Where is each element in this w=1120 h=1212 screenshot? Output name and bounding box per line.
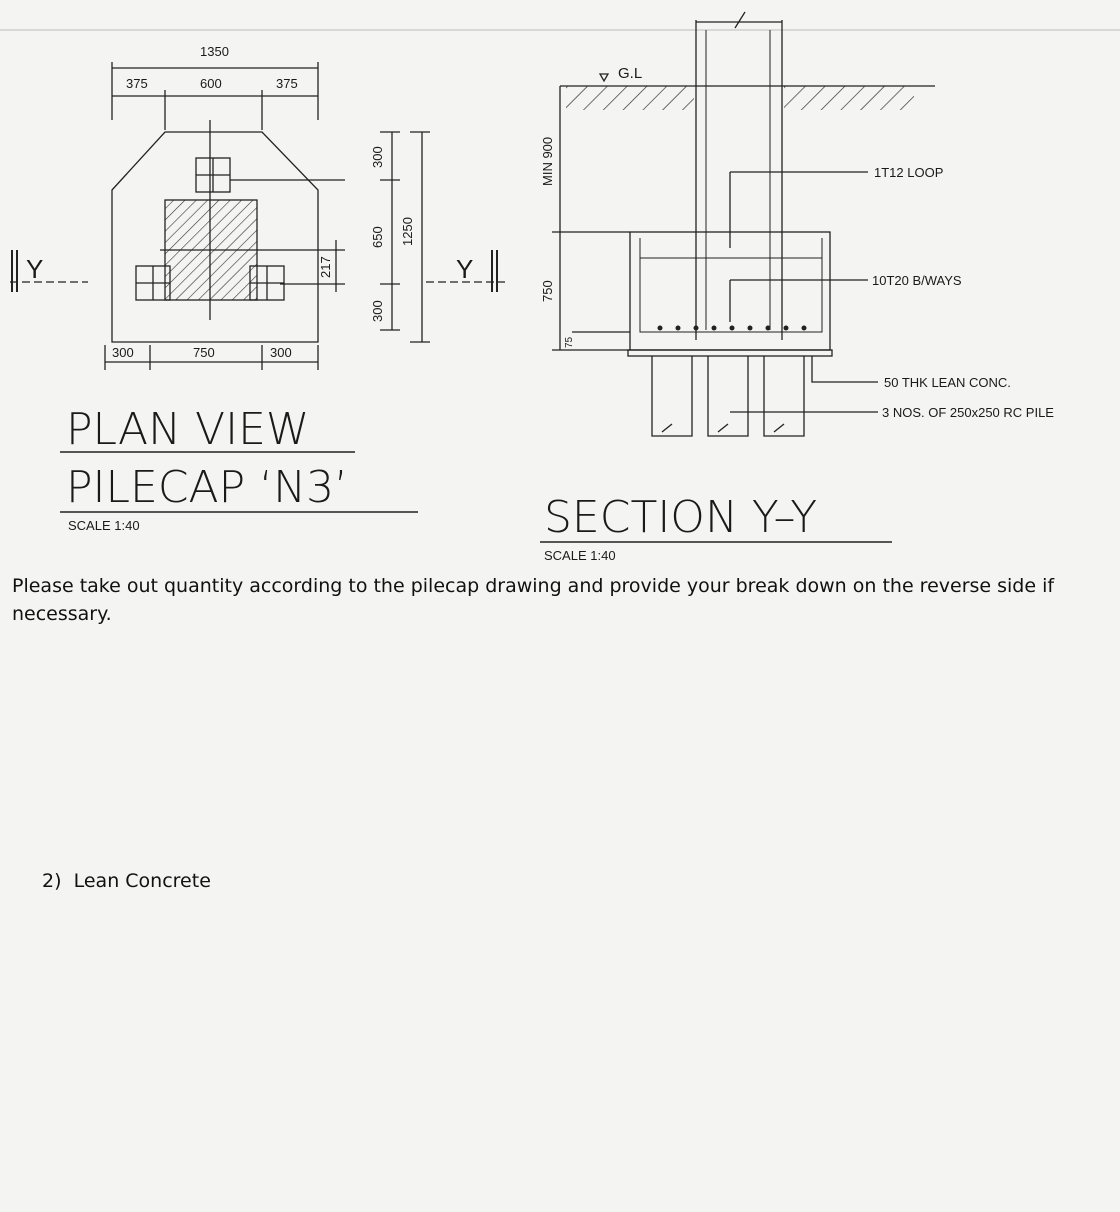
plan-view [10, 62, 505, 513]
lean-concrete-label: 50 THK LEAN CONC. [884, 375, 1011, 390]
dim-v-bottom: 300 [370, 300, 385, 322]
pile-right [249, 265, 285, 301]
dim-overall-width: 1350 [200, 44, 229, 59]
pile-top [195, 157, 231, 193]
bottom-bar-dots [657, 325, 807, 331]
dim-center-width: 600 [200, 76, 222, 91]
loop-label: 1T12 LOOP [874, 165, 943, 180]
section-title: SECTION Y–Y [544, 492, 817, 543]
cover-label: 75 [564, 336, 575, 348]
plan-scale: SCALE 1:40 [68, 518, 140, 533]
piles-section [651, 356, 805, 437]
piles-label: 3 NOS. OF 250x250 RC PILE [882, 405, 1054, 420]
dim-bottom-left: 300 [112, 345, 134, 360]
ground-level-label: G.L [618, 65, 642, 82]
plan-title-line1: PLAN VIEW [66, 404, 309, 455]
dim-right-edge: 375 [276, 76, 298, 91]
pilecap-outline [111, 131, 319, 343]
min-depth-label: MIN 900 [540, 137, 555, 186]
cap-depth-label: 750 [540, 280, 555, 302]
pile-left [135, 265, 171, 301]
dim-v-top: 300 [370, 146, 385, 168]
soil-left [566, 86, 694, 110]
plan-title-line2: PILECAP ‘N3’ [66, 462, 348, 513]
soil-right [784, 86, 914, 110]
section-scale: SCALE 1:40 [544, 548, 616, 563]
section-mark-left: Y [26, 254, 43, 284]
dim-v-offset: 217 [318, 256, 333, 278]
question-number: 2) [42, 870, 62, 892]
dim-bottom-right: 300 [270, 345, 292, 360]
dim-v-middle: 650 [370, 226, 385, 248]
section-mark-right: Y [456, 254, 473, 284]
dim-left-edge: 375 [126, 76, 148, 91]
instruction-text: Please take out quantity according to th… [12, 575, 1055, 625]
question-item: 2) Lean Concrete [42, 870, 211, 892]
lean-concrete [627, 349, 833, 357]
bars-label: 10T20 B/WAYS [872, 273, 962, 288]
dim-bottom-center: 750 [193, 345, 215, 360]
section-view [540, 11, 935, 543]
question-text: Lean Concrete [73, 870, 211, 892]
dim-v-overall: 1250 [400, 217, 415, 246]
